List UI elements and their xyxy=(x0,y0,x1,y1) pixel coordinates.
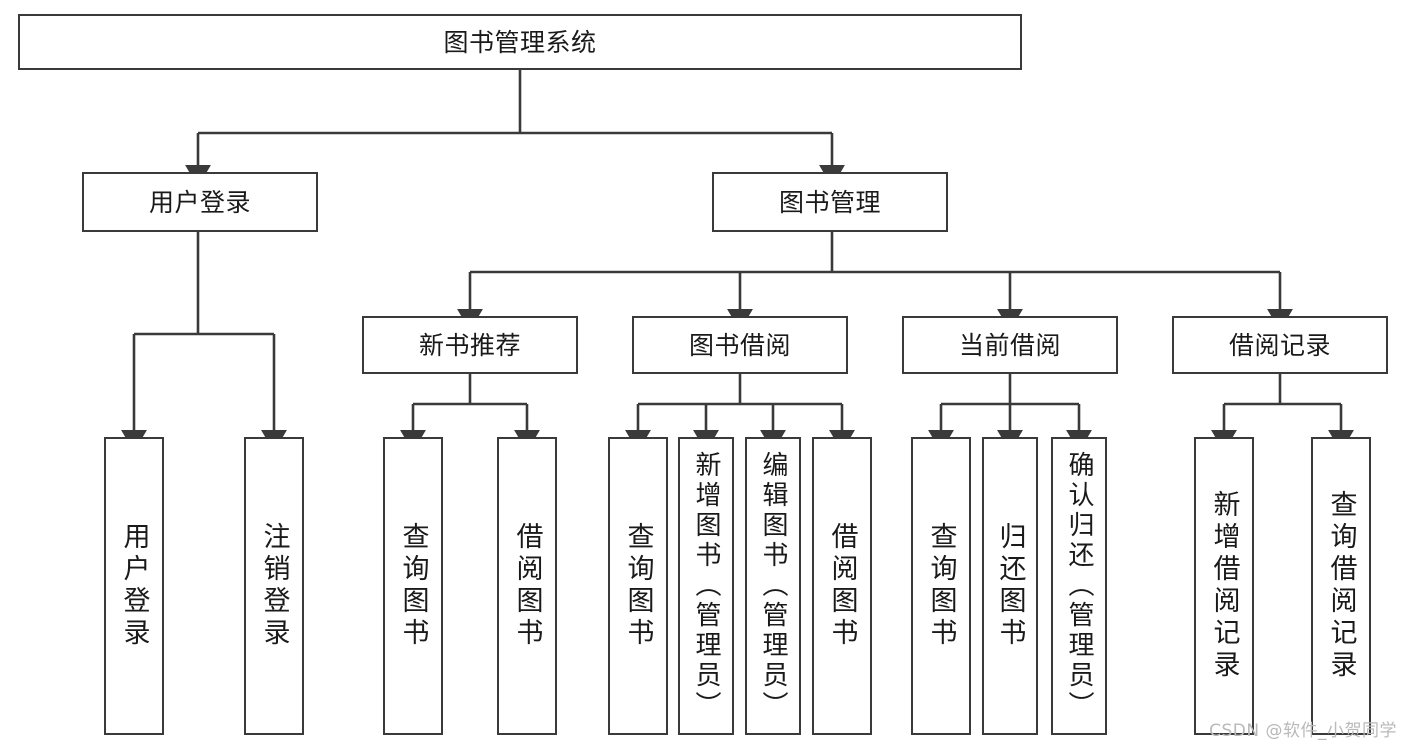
node-root-book-management-system[interactable]: 图书管理系统 xyxy=(18,14,1022,70)
node-label: 图书借阅 xyxy=(688,330,791,360)
leaf-query-book-current[interactable]: 查询图书 xyxy=(911,437,971,735)
leaf-borrow-book-recommend[interactable]: 借阅图书 xyxy=(497,437,557,735)
node-label: 编辑图书（管理员） xyxy=(758,451,788,721)
node-book-management[interactable]: 图书管理 xyxy=(712,172,948,232)
node-label: 查询借阅记录 xyxy=(1325,490,1357,682)
node-label: 图书管理系统 xyxy=(443,27,597,57)
node-label: 用户登录 xyxy=(148,187,251,217)
node-book-borrow[interactable]: 图书借阅 xyxy=(632,316,848,374)
node-label: 借阅图书 xyxy=(826,522,858,650)
node-label: 当前借阅 xyxy=(958,330,1061,360)
node-label: 查询图书 xyxy=(622,522,654,650)
node-label: 借阅记录 xyxy=(1228,330,1331,360)
node-label: 查询图书 xyxy=(397,522,429,650)
leaf-return-book[interactable]: 归还图书 xyxy=(982,437,1038,735)
node-label: 用户登录 xyxy=(118,522,150,650)
node-current-borrow[interactable]: 当前借阅 xyxy=(902,316,1118,374)
watermark-text: CSDN @软件_小贺同学 xyxy=(1209,721,1397,741)
node-user-login[interactable]: 用户登录 xyxy=(82,172,318,232)
node-label: 新增借阅记录 xyxy=(1208,490,1240,682)
node-label: 确认归还（管理员） xyxy=(1064,451,1094,721)
node-label: 归还图书 xyxy=(994,522,1026,650)
node-label: 新增图书（管理员） xyxy=(691,451,721,721)
node-borrow-record[interactable]: 借阅记录 xyxy=(1172,316,1388,374)
leaf-confirm-return-admin[interactable]: 确认归还（管理员） xyxy=(1051,437,1107,735)
leaf-borrow-book[interactable]: 借阅图书 xyxy=(812,437,872,735)
node-label: 查询图书 xyxy=(925,522,957,650)
leaf-query-borrow-record[interactable]: 查询借阅记录 xyxy=(1311,437,1371,735)
leaf-edit-book-admin[interactable]: 编辑图书（管理员） xyxy=(745,437,801,735)
node-label: 图书管理 xyxy=(778,187,881,217)
leaf-logout[interactable]: 注销登录 xyxy=(244,437,304,735)
node-label: 注销登录 xyxy=(258,522,290,650)
node-label: 新书推荐 xyxy=(418,330,521,360)
leaf-query-book-borrow[interactable]: 查询图书 xyxy=(608,437,668,735)
leaf-add-borrow-record[interactable]: 新增借阅记录 xyxy=(1194,437,1254,735)
leaf-user-login[interactable]: 用户登录 xyxy=(104,437,164,735)
node-label: 借阅图书 xyxy=(511,522,543,650)
leaf-add-book-admin[interactable]: 新增图书（管理员） xyxy=(678,437,734,735)
node-new-book-recommend[interactable]: 新书推荐 xyxy=(362,316,578,374)
leaf-query-book-recommend[interactable]: 查询图书 xyxy=(383,437,443,735)
